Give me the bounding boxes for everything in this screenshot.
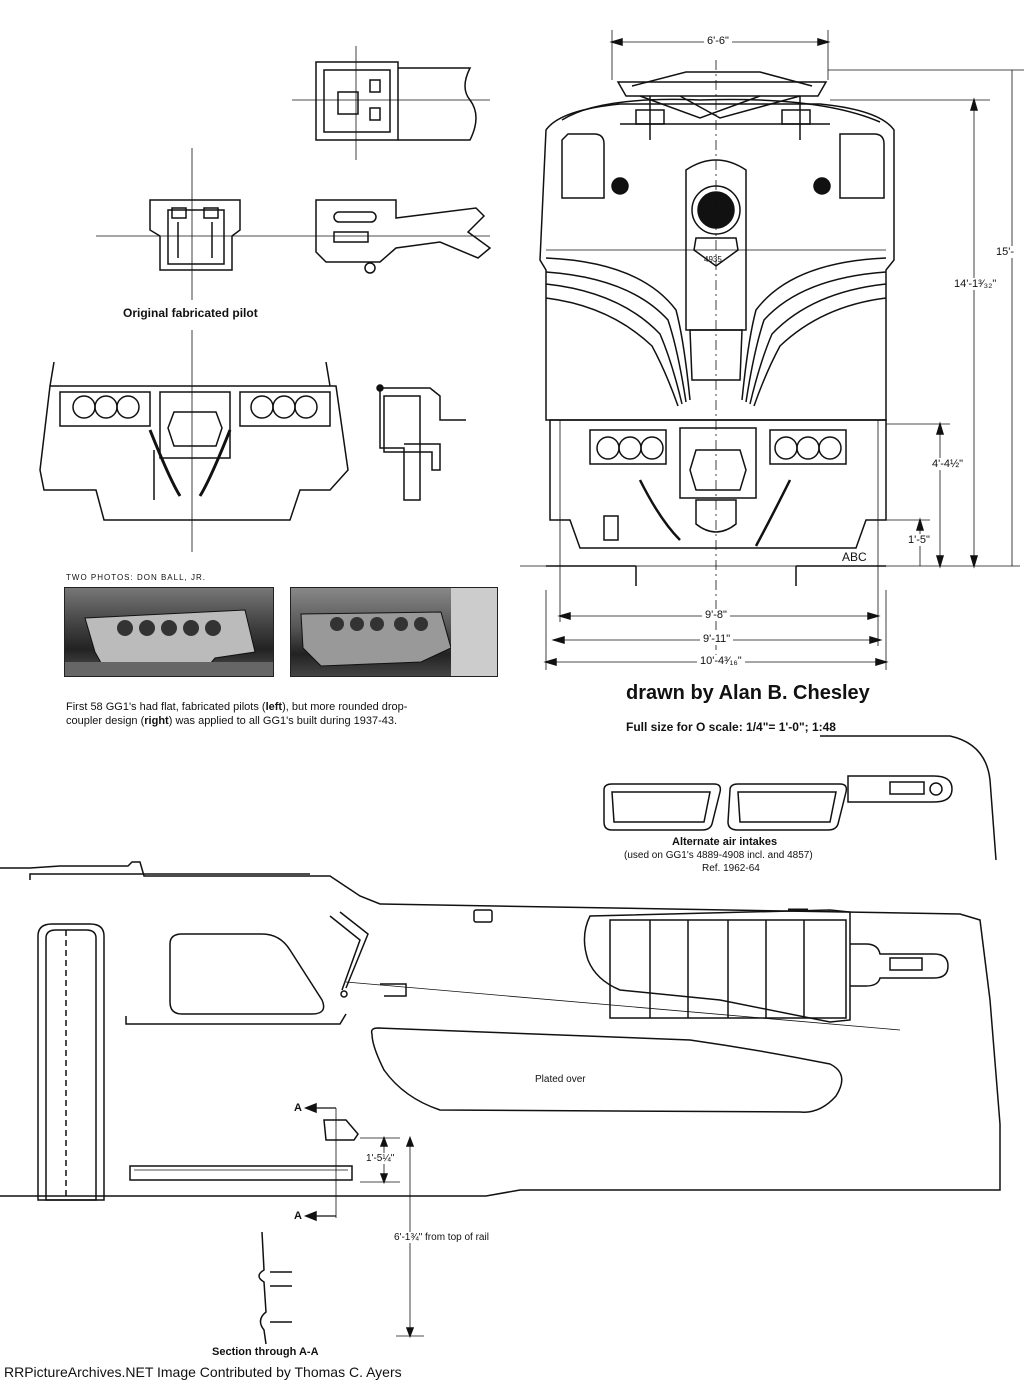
caption-left: left [265, 701, 283, 713]
dim-coupler-height: 1'-5" [908, 534, 930, 546]
side-view [0, 861, 1001, 1345]
front-view: 4935 [520, 30, 1024, 670]
alternate-air-intakes [603, 735, 997, 861]
dim-section-height: 1'-5¼" [366, 1153, 395, 1164]
dim-overall-height: 15'- [996, 246, 1014, 258]
scale-note: Full size for O scale: 1/4"= 1'-0"; 1:48 [626, 720, 836, 734]
section-marker-bottom: A [294, 1210, 302, 1222]
photo-caption: First 58 GG1's had flat, fabricated pilo… [66, 700, 407, 728]
pilot-title: Original fabricated pilot [123, 306, 258, 320]
caption-text: coupler design ( [66, 715, 145, 727]
drawn-by: drawn by Alan B. Chesley [626, 682, 870, 704]
pilot-front-view [39, 330, 466, 552]
dim-width-2: 9'-11" [700, 633, 734, 645]
alt-intakes-title: Alternate air intakes [672, 836, 778, 848]
photo-fabricated-pilot [64, 587, 274, 677]
keystone-number: 4935 [704, 255, 722, 264]
photo-credit: TWO PHOTOS: DON BALL, JR. [66, 573, 206, 582]
caption-text: ), but more rounded drop- [282, 701, 408, 713]
dim-pilot-height: 4'-4½" [932, 458, 964, 470]
dim-width-3: 10'-4³⁄₁₆" [697, 655, 745, 667]
plated-over: Plated over [535, 1074, 586, 1085]
dim-rail-height: 6'-1¾" from top of rail [394, 1232, 489, 1243]
pilot-top-view [292, 46, 490, 160]
dim-reference: ABC [842, 550, 867, 564]
caption-text: ) was applied to all GG1's built during … [168, 715, 398, 727]
section-marker-top: A [294, 1102, 302, 1114]
pilot-plan-view [96, 148, 492, 300]
dim-top-width: 6'-6" [704, 35, 732, 47]
footer-credit: RRPictureArchives.NET Image Contributed … [4, 1364, 402, 1380]
alt-intakes-note: (used on GG1's 4889-4908 incl. and 4857) [624, 850, 813, 861]
dim-pantograph-height: 14'-1³⁄₃₂" [954, 278, 997, 290]
caption-right: right [144, 715, 169, 727]
alt-intakes-ref: Ref. 1962-64 [702, 863, 760, 874]
photo-drop-coupler-pilot [290, 587, 498, 677]
section-label: Section through A-A [212, 1346, 319, 1358]
caption-text: First 58 GG1's had flat, fabricated pilo… [66, 701, 266, 713]
dim-width-1: 9'-8" [702, 609, 730, 621]
